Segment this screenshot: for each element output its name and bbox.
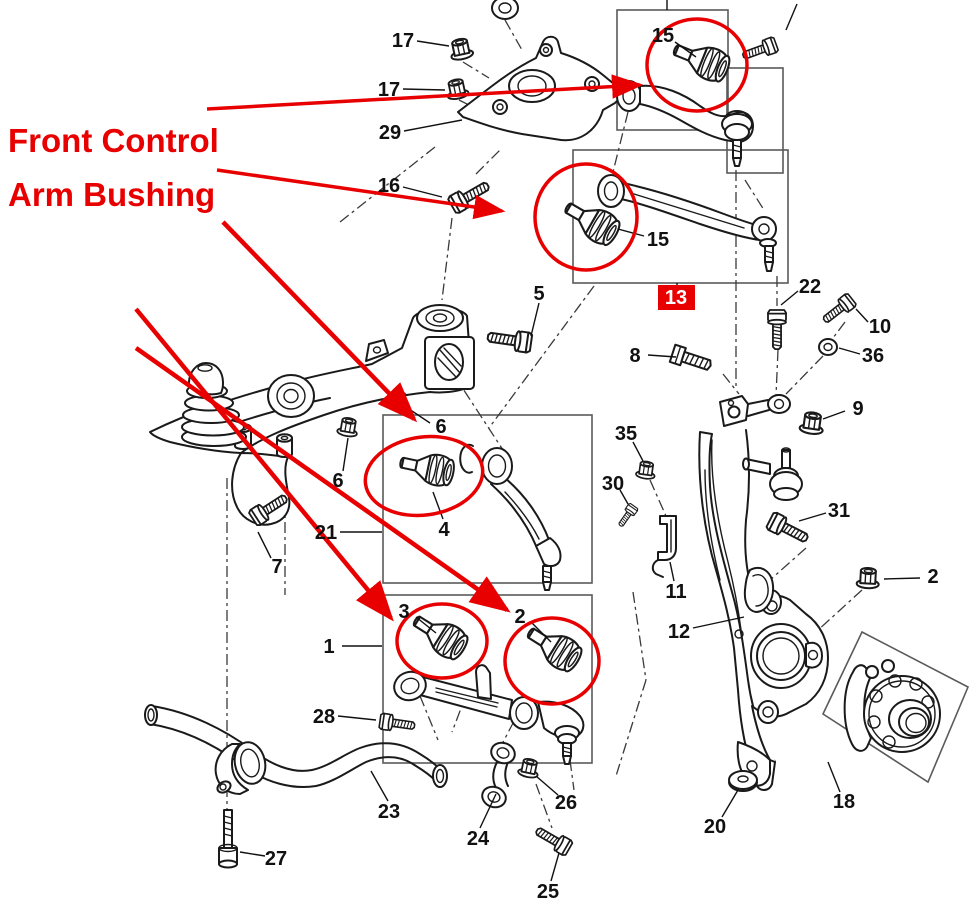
- callout-5: 5: [533, 283, 544, 305]
- upper-mount-bracket-29: [443, 0, 621, 216]
- upper-ball-joint: [742, 447, 803, 501]
- retainer-ring: [459, 443, 474, 474]
- callout-6b: 6: [332, 470, 343, 492]
- annotation-arrow-3: [221, 220, 418, 423]
- callout-2b: 2: [927, 566, 938, 588]
- bolt-8: [668, 343, 712, 371]
- callout-16: 16: [378, 175, 400, 197]
- annotation-title-line2: Arm Bushing: [8, 176, 215, 213]
- sway-bar-clamp-bushing: [214, 741, 267, 795]
- callout-27: 27: [265, 848, 287, 870]
- sway-bar-23: [144, 704, 448, 795]
- highlight-box-13: [658, 285, 695, 310]
- bolt-25: [531, 822, 575, 858]
- nut-9: [798, 409, 826, 437]
- lower-rear-control-arm-21: [396, 443, 562, 591]
- highlight-circle-bushing-15a: [645, 17, 749, 113]
- callout-31: 31: [828, 500, 850, 522]
- callout-35: 35: [615, 423, 637, 445]
- callout-25: 25: [537, 881, 559, 903]
- nut-6b: [335, 415, 361, 439]
- upper-front-control-arm-13: [557, 174, 777, 272]
- callout-36: 36: [862, 345, 884, 367]
- bushing-3: [405, 605, 473, 665]
- arm-fork-tab: [475, 664, 492, 700]
- bolt-30: [615, 502, 640, 530]
- bolt-22: [767, 309, 787, 351]
- callout-11: 11: [665, 581, 686, 603]
- callout-2a: 2: [514, 606, 525, 628]
- front-lower-control-arm-1: [393, 605, 587, 765]
- callout-18: 18: [833, 791, 855, 813]
- bolt-28: [378, 712, 417, 735]
- callout-6a: 6: [435, 416, 446, 438]
- callout-9: 9: [852, 398, 863, 420]
- callout-21: 21: [315, 522, 337, 544]
- bolt-31: [764, 510, 813, 549]
- callout-8: 8: [629, 345, 640, 367]
- callout-23: 23: [378, 801, 400, 823]
- callout-4: 4: [438, 519, 450, 541]
- washer-36: [818, 338, 838, 356]
- callout-13: 13: [665, 287, 687, 309]
- end-link-24: [481, 741, 516, 809]
- callout-labels: Front Control Arm Bushing 13 17 17 29 16…: [8, 25, 939, 903]
- callout-26: 26: [555, 792, 577, 814]
- wheel-hub-18: [843, 659, 941, 753]
- bushing-4: [396, 446, 458, 490]
- annotation-arrow-1: [206, 74, 644, 111]
- nut-17a: [447, 35, 475, 63]
- callout-1: 1: [323, 636, 334, 658]
- callout-22: 22: [799, 276, 821, 298]
- washer-20: [728, 770, 758, 792]
- callout-28: 28: [313, 706, 335, 728]
- steering-knuckle-12: [698, 394, 829, 791]
- callout-29: 29: [379, 122, 401, 144]
- callout-30: 30: [602, 473, 624, 495]
- callout-15a: 15: [652, 25, 674, 47]
- callout-17a: 17: [392, 30, 414, 52]
- callout-20: 20: [704, 816, 726, 838]
- callout-leaders: [239, 40, 921, 882]
- bushing-15a: [667, 33, 735, 87]
- annotation-arrow-2: [216, 168, 506, 220]
- assembly-axis-lines: [226, 19, 863, 840]
- callout-3: 3: [398, 601, 409, 623]
- callout-12: 12: [668, 621, 690, 643]
- bushing-2: [519, 617, 587, 677]
- bolt-27: [218, 809, 238, 869]
- nut-35: [634, 459, 658, 481]
- washer-top: [491, 0, 519, 20]
- annotation-title-line1: Front Control: [8, 122, 219, 159]
- highlight-circle-bushing-15b: [533, 162, 639, 272]
- nut-2b: [855, 566, 881, 590]
- highlight-circle-bushing-2: [503, 616, 601, 706]
- highlight-circle-bushing-4: [363, 434, 485, 518]
- callout-24: 24: [467, 828, 490, 850]
- highlight-circle-bushing-3: [395, 602, 489, 680]
- annotation-arrow-4: [134, 307, 394, 622]
- ball-stud: [732, 139, 742, 159]
- callout-10: 10: [869, 316, 891, 338]
- annotation-arrow-5: [134, 346, 511, 613]
- bolt-10: [818, 291, 858, 328]
- red-annotations: [134, 17, 749, 706]
- bolt-5: [485, 326, 534, 354]
- callout-7: 7: [271, 556, 282, 578]
- callout-17b: 17: [378, 79, 400, 101]
- hub-18-group-box: [821, 630, 970, 784]
- nut-26: [516, 756, 542, 780]
- callout-15b: 15: [647, 229, 669, 251]
- upper-rear-control-arm: [616, 33, 780, 167]
- clip-11: [651, 515, 677, 578]
